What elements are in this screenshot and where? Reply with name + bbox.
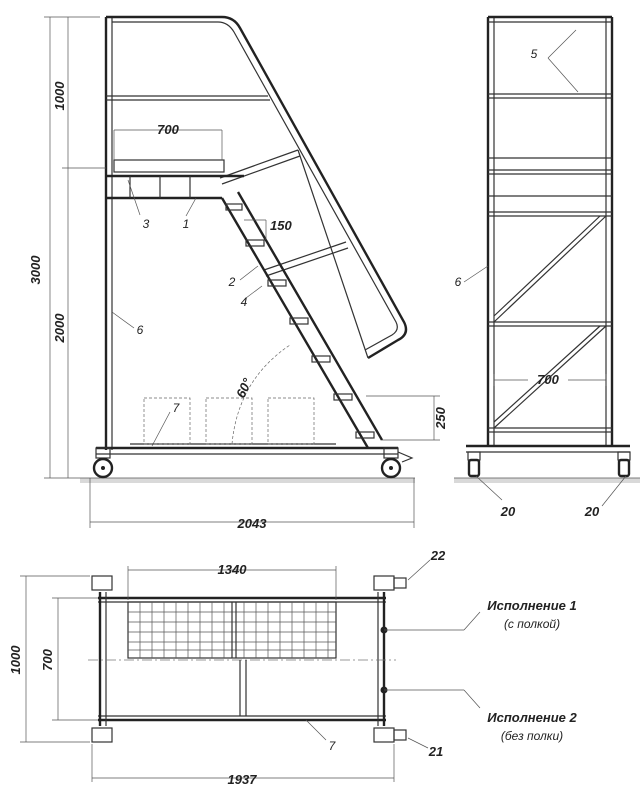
dim-front-width: 700 <box>537 372 559 387</box>
callout-7-top: 7 <box>329 739 337 753</box>
variant-2-title: Исполнение 2 <box>487 710 577 725</box>
dim-bottom-step: 250 <box>433 406 448 429</box>
front-wheel-left <box>467 451 481 478</box>
front-wheel-right <box>617 451 631 478</box>
callout-7-side: 7 <box>173 401 181 415</box>
side-steps <box>225 203 375 439</box>
side-ground <box>80 478 415 483</box>
side-view: 3000 1000 2000 700 150 250 2043 60° 3 1 … <box>28 15 448 531</box>
variant-2-sub: (без полки) <box>501 729 563 743</box>
dim-height-total: 3000 <box>28 255 43 285</box>
caster-bottom-left <box>91 727 113 743</box>
dim-height-bottom: 2000 <box>52 313 67 344</box>
callout-2: 2 <box>228 275 236 289</box>
dim-platform-width: 700 <box>157 122 179 137</box>
side-handrail <box>106 15 408 360</box>
dim-depth-inner: 700 <box>40 648 55 670</box>
callout-1: 1 <box>183 217 190 231</box>
top-mesh-grid <box>127 601 337 659</box>
front-ground <box>454 478 640 483</box>
dim-depth-total: 1000 <box>8 645 23 675</box>
dim-step: 150 <box>270 218 292 233</box>
side-wheel-right <box>380 447 414 479</box>
callout-22: 22 <box>430 548 446 563</box>
dim-top-length: 1937 <box>228 772 258 787</box>
variant-1-title: Исполнение 1 <box>487 598 577 613</box>
dim-grid-length: 1340 <box>218 562 248 577</box>
caster-top-right <box>373 575 395 591</box>
side-wheel-left <box>92 447 114 479</box>
caster-top-left <box>91 575 113 591</box>
wheel-label-left: 20 <box>500 504 516 519</box>
front-diagonal-1 <box>493 215 607 323</box>
callout-5: 5 <box>531 47 538 61</box>
caster-bottom-right <box>373 727 395 743</box>
variant-1-sub: (с полкой) <box>504 617 560 631</box>
callout-21: 21 <box>428 744 443 759</box>
angle-arc <box>231 344 291 445</box>
side-shelf-box-2 <box>205 397 253 445</box>
side-platform-shelf <box>113 159 225 173</box>
front-view: 700 5 6 20 20 <box>454 15 640 519</box>
side-shelf-box-1 <box>143 397 191 445</box>
front-diagonal-2 <box>493 325 607 429</box>
side-shelf-box-3 <box>267 397 315 445</box>
top-view: 1340 1000 700 1937 7 22 21 Исполнение 1 … <box>8 548 578 787</box>
callout-6-side: 6 <box>137 323 144 337</box>
callout-3: 3 <box>143 217 150 231</box>
dim-side-length: 2043 <box>237 516 268 531</box>
side-stringer <box>220 197 370 449</box>
callout-6-front: 6 <box>455 275 462 289</box>
callout-4: 4 <box>241 295 248 309</box>
angle-label: 60° <box>233 375 255 400</box>
wheel-label-right: 20 <box>584 504 600 519</box>
dim-height-top: 1000 <box>52 81 67 111</box>
